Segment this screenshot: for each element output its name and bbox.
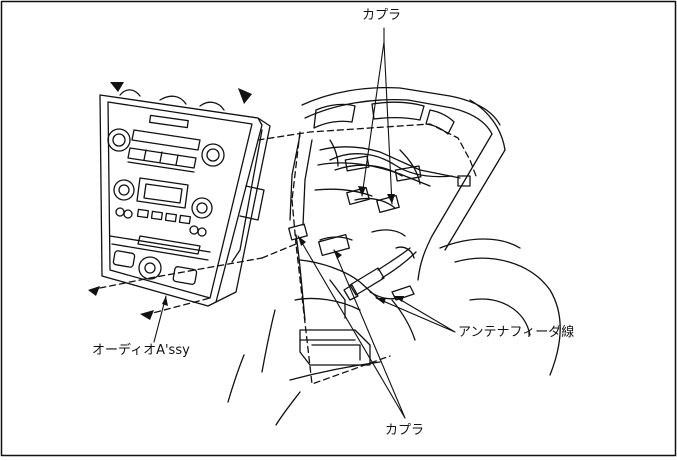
leader-arrowheads	[162, 186, 404, 306]
leader-lines	[153, 27, 456, 419]
label-coupler-top: カプラ	[362, 8, 402, 23]
label-antenna-feeder: アンテナフィーダ線	[458, 325, 575, 340]
audio-unit-drawing	[99, 89, 271, 307]
removal-outline	[89, 123, 477, 385]
label-coupler-bottom: カプラ	[385, 423, 425, 438]
label-audio-assy: オーディオA'ssy	[92, 343, 190, 358]
dashboard-structure	[227, 87, 561, 426]
coupler-connectors	[288, 155, 471, 257]
arrowheads	[88, 82, 252, 320]
